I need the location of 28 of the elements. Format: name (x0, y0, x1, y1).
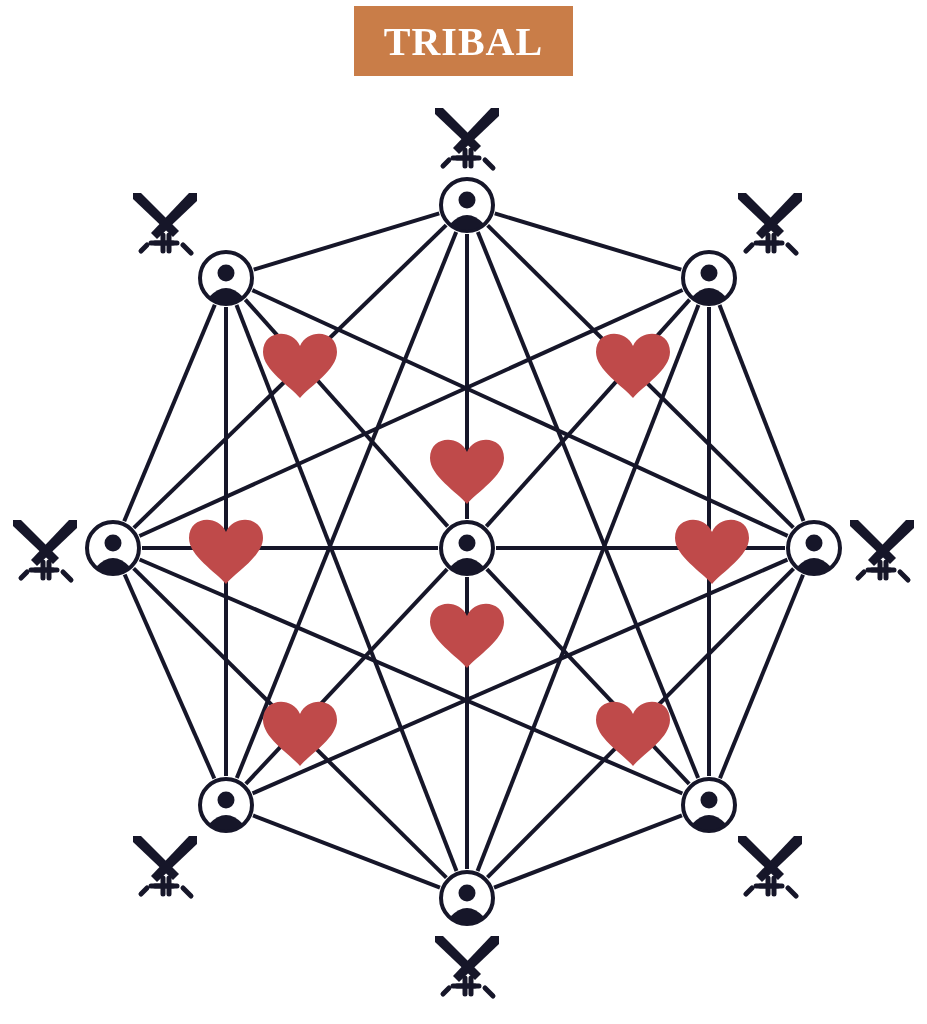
connector-line (224, 307, 228, 776)
connector-line (493, 813, 683, 890)
connector-line (494, 211, 682, 272)
person-node (438, 176, 496, 234)
connector-line (234, 304, 459, 872)
connector-line (122, 573, 217, 780)
connector-line (251, 557, 789, 796)
title-banner: TRIBAL (354, 6, 573, 76)
person-node (197, 776, 255, 834)
connector-line (252, 813, 441, 890)
connector-line (707, 307, 711, 776)
connector-line (138, 288, 684, 538)
connector-line (122, 304, 217, 522)
person-node (785, 519, 843, 577)
person-node (197, 249, 255, 307)
connector-line (718, 574, 805, 779)
connector-line (138, 557, 684, 796)
connector-line (253, 211, 440, 272)
connector-line (251, 288, 789, 538)
connector-line (234, 231, 459, 779)
person-node (84, 519, 142, 577)
connector-line (717, 304, 806, 522)
connector-line (475, 304, 701, 872)
connector-line (476, 231, 700, 779)
person-node (680, 776, 738, 834)
person-node (438, 869, 496, 927)
person-node (438, 519, 496, 577)
person-node (680, 249, 738, 307)
